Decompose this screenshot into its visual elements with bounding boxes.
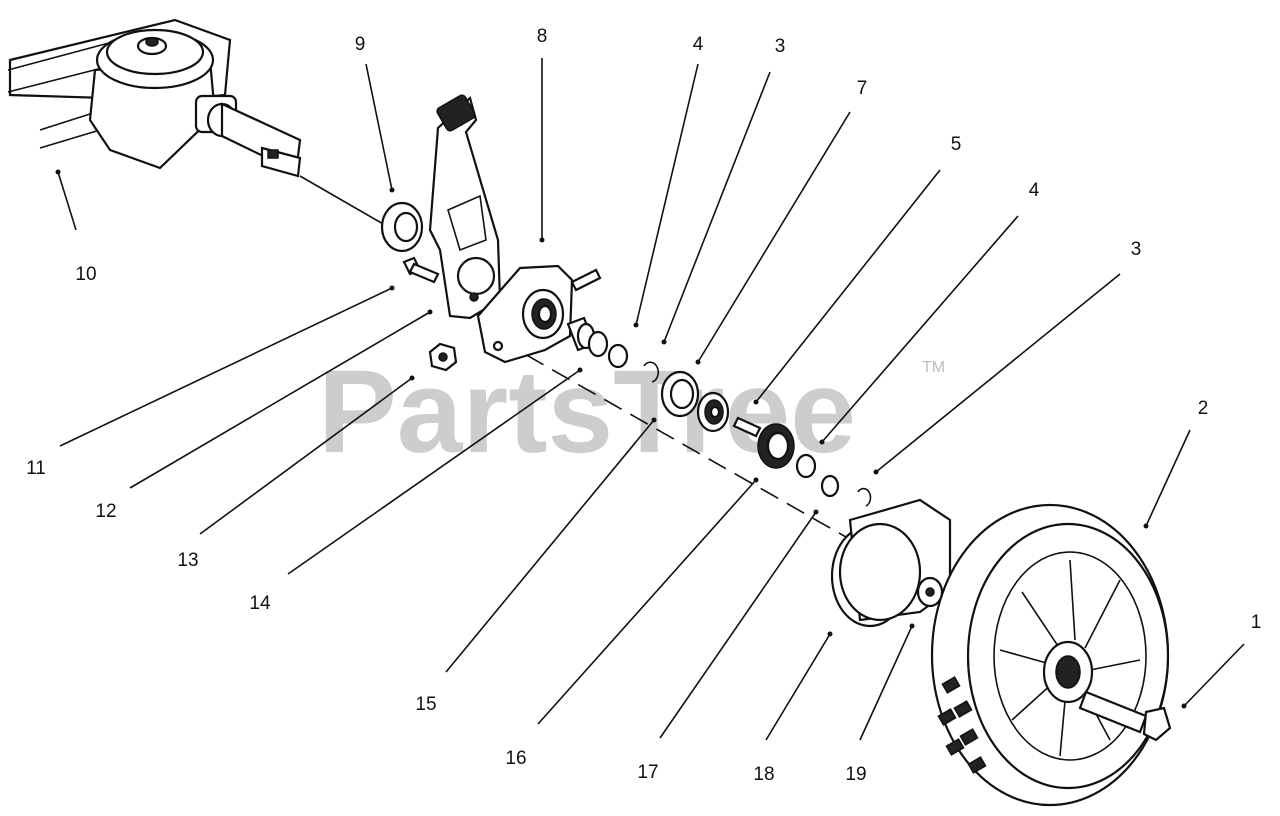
leader-dot-c5 <box>753 399 759 405</box>
leader-line-c17 <box>659 511 817 739</box>
leader-dot-c4b <box>819 439 825 445</box>
callout-label-c14: 14 <box>249 593 271 614</box>
leader-dot-c10 <box>55 169 61 175</box>
leader-line-c13 <box>199 377 413 535</box>
leader-line-c18 <box>765 633 831 741</box>
tread-pattern <box>937 676 987 774</box>
callout-label-c15: 15 <box>415 694 436 715</box>
leader-line-c1 <box>1183 643 1245 707</box>
drive-axis <box>299 175 861 546</box>
hex-nut <box>428 342 458 372</box>
leader-dot-c8 <box>539 237 545 243</box>
leader-line-c10 <box>57 171 77 231</box>
leader-line-c12 <box>129 311 431 489</box>
callout-label-c18: 18 <box>753 764 774 785</box>
callout-label-c17: 17 <box>637 762 658 783</box>
axle-bolt <box>1078 690 1172 742</box>
leader-line-c11 <box>59 287 393 447</box>
leader-line-c15 <box>445 419 655 673</box>
leader-dot-c18 <box>827 631 833 637</box>
leader-dot-c7 <box>695 359 701 365</box>
leader-line-c3b <box>875 273 1121 473</box>
leader-line-c19 <box>859 625 913 741</box>
callout-label-c4a: 4 <box>693 34 704 55</box>
pinion-gear <box>732 416 872 507</box>
callout-label-c5: 5 <box>951 134 962 155</box>
callout-label-c8: 8 <box>537 26 548 47</box>
small-washers <box>587 330 700 418</box>
callout-label-c2: 2 <box>1198 398 1209 419</box>
leader-line-c4a <box>635 63 699 326</box>
wheel-bracket <box>476 264 602 364</box>
bearing-flange <box>380 201 424 253</box>
leader-dot-c11 <box>389 285 395 291</box>
leader-line-c3a <box>663 71 771 343</box>
leader-dot-c9 <box>389 187 395 193</box>
leader-line-c4b <box>821 215 1019 443</box>
watermark-trademark: TM <box>922 359 945 376</box>
callout-labels: 9 8 4 3 7 5 4 3 2 1 10 11 12 13 14 15 16 17 18 19 <box>26 26 1261 785</box>
leader-dot-c16 <box>753 477 759 483</box>
leader-dot-c15 <box>651 417 657 423</box>
callout-label-c3a: 3 <box>775 36 786 57</box>
leader-line-c7 <box>697 111 851 363</box>
callout-label-c11: 11 <box>26 458 46 479</box>
leader-dot-c19 <box>909 623 915 629</box>
leader-line-c5 <box>755 169 941 403</box>
leader-dot-c1 <box>1181 703 1187 709</box>
callout-label-c13: 13 <box>177 550 198 571</box>
callout-label-c9: 9 <box>355 34 366 55</box>
leader-line-c16 <box>537 479 757 725</box>
leader-dot-c2 <box>1143 523 1149 529</box>
callout-label-c16: 16 <box>505 748 526 769</box>
leader-line-c14 <box>287 369 581 575</box>
callout-label-c7: 7 <box>857 78 868 99</box>
leader-dot-c4a <box>633 322 639 328</box>
leader-dot-c3b <box>873 469 879 475</box>
leader-dot-c17 <box>813 509 819 515</box>
leader-line-c2 <box>1145 429 1191 527</box>
bolt <box>402 256 440 284</box>
transmission-assembly <box>7 18 302 178</box>
leader-line-c9 <box>365 63 393 191</box>
leader-dot-c3a <box>661 339 667 345</box>
leader-dot-c14 <box>577 367 583 373</box>
wheel-hub-cover <box>830 498 952 628</box>
callout-label-c19: 19 <box>845 764 866 785</box>
leader-dot-c13 <box>409 375 415 381</box>
callout-label-c4b: 4 <box>1029 180 1040 201</box>
wheel-tire <box>930 503 1170 807</box>
leader-dot-c12 <box>427 309 433 315</box>
callout-label-c1: 1 <box>1251 612 1262 633</box>
height-adjust-bracket <box>428 94 502 320</box>
callout-label-c3b: 3 <box>1131 239 1142 260</box>
callout-label-c12: 12 <box>95 501 116 522</box>
ball-bearing <box>696 391 730 433</box>
callout-label-c10: 10 <box>75 264 96 285</box>
